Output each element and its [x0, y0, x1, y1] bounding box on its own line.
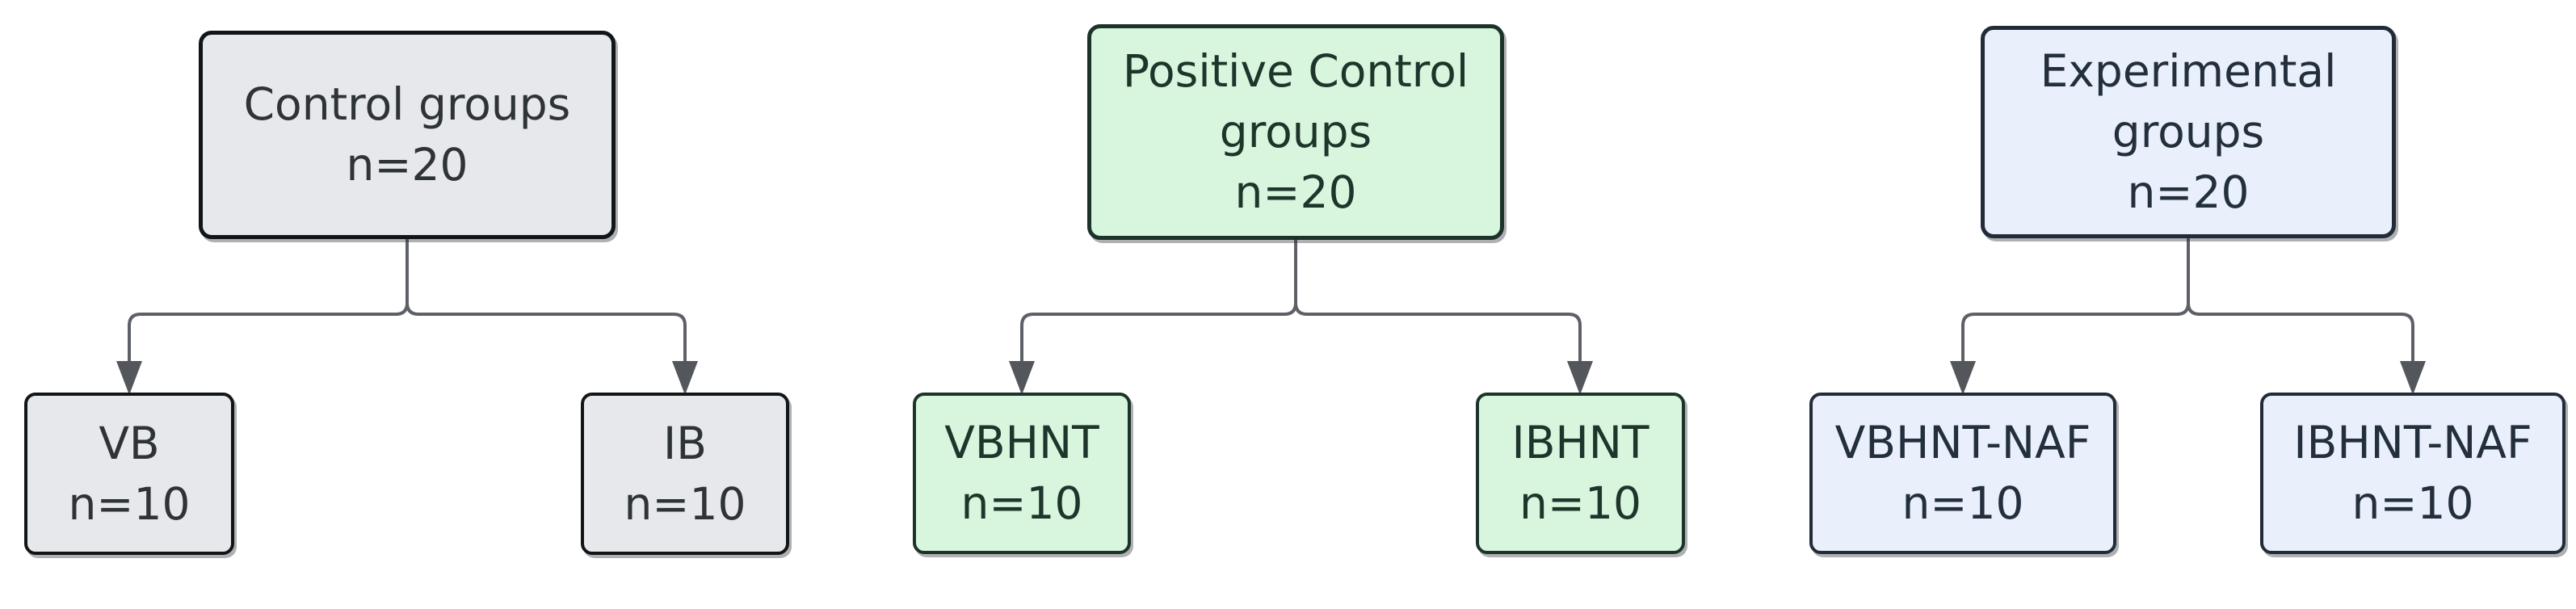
node-vb: VB n=10: [24, 393, 234, 555]
node-label: IBHNT: [1511, 417, 1649, 468]
node-label: groups: [1219, 106, 1372, 158]
connector-control-groups: [116, 236, 698, 395]
connector-control-right-branch: [406, 236, 687, 364]
node-label: IBHNT-NAF: [2293, 417, 2532, 468]
connector-control-left-branch: [128, 236, 409, 364]
node-count: n=20: [2127, 166, 2250, 218]
node-ibhnt: IBHNT n=10: [1476, 393, 1685, 554]
node-count: n=20: [346, 139, 469, 191]
node-count: n=20: [1234, 166, 1357, 218]
node-label: Experimental: [2040, 45, 2337, 97]
arrowhead-down-icon: [1009, 361, 1035, 395]
node-count: n=10: [68, 477, 191, 530]
node-ib: IB n=10: [581, 393, 789, 555]
node-label: VB: [99, 417, 160, 469]
connector-experimental-groups: [1950, 235, 2426, 395]
node-count: n=10: [1519, 477, 1641, 529]
node-vbhnt-naf: VBHNT-NAF n=10: [1809, 393, 2116, 554]
connector-positive-right-branch: [1294, 237, 1582, 364]
node-ibhnt-naf: IBHNT-NAF n=10: [2260, 393, 2565, 554]
node-label: groups: [2112, 106, 2265, 158]
node-experimental-groups: Experimental groups n=20: [1981, 26, 2396, 238]
node-count: n=10: [2351, 477, 2474, 529]
node-label: VBHNT-NAF: [1834, 417, 2091, 468]
arrowhead-down-icon: [2400, 361, 2426, 395]
connector-experimental-right-branch: [2187, 235, 2414, 364]
connector-positive-left-branch: [1020, 237, 1297, 364]
connector-experimental-left-branch: [1961, 235, 2190, 364]
arrowhead-down-icon: [116, 361, 142, 395]
node-label: IB: [663, 417, 707, 469]
node-label: Control groups: [243, 78, 571, 130]
node-positive-control-groups: Positive Control groups n=20: [1087, 24, 1504, 240]
node-control-groups: Control groups n=20: [199, 31, 616, 239]
arrowhead-down-icon: [1950, 361, 1976, 395]
arrowhead-down-icon: [1567, 361, 1593, 395]
node-label: VBHNT: [944, 417, 1099, 468]
node-vbhnt: VBHNT n=10: [913, 393, 1131, 554]
node-label: Positive Control: [1122, 45, 1469, 97]
node-count: n=10: [960, 477, 1083, 529]
node-count: n=10: [1902, 477, 2024, 529]
node-count: n=10: [624, 477, 746, 530]
connector-positive-control-groups: [1009, 237, 1593, 395]
arrowhead-down-icon: [672, 361, 698, 395]
